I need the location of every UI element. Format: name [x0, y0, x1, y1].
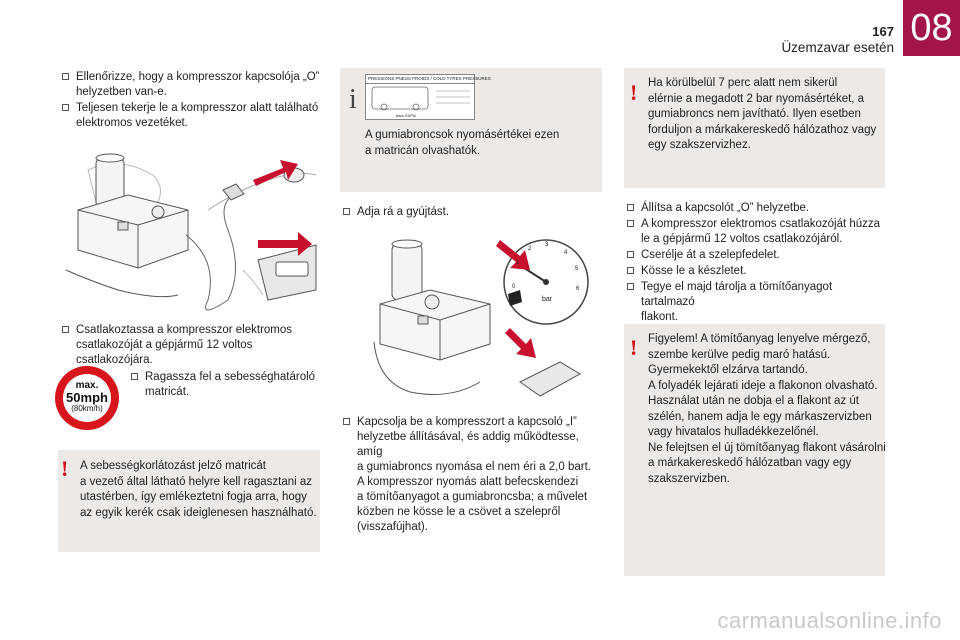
step-line: (visszafújhat).: [357, 521, 428, 533]
ignition-step-list: Adja rá a gyújtást.: [341, 205, 601, 221]
step-item: Adja rá a gyújtást.: [341, 205, 601, 220]
step-line: Kapcsolja be a kompresszort a kapcsoló „…: [357, 416, 577, 428]
gauge-tick-label: 2: [528, 246, 532, 252]
compressor-step-list: Kapcsolja be a kompresszort a kapcsoló „…: [341, 415, 603, 536]
text-line: A sebességkorlátozást jelző matricát: [80, 460, 267, 472]
warning-icon: !: [630, 80, 638, 105]
text-line: szélén, hanem adja le egy márkaszervizbe…: [648, 410, 872, 423]
sign-speed-label: 50mph: [66, 390, 108, 405]
sticker-step-line: Ragassza fel a sebességhatároló: [145, 371, 316, 383]
step-item: Ellenőrizze, hogy a kompresszor kapcsoló…: [60, 70, 320, 100]
sealant-warning-box: [624, 324, 885, 576]
text-line: Ne felejtsen el új tömítőanyag flakont v…: [648, 441, 886, 454]
text-line: Használat után ne dobja el a flakont az …: [648, 395, 859, 407]
step-line: le a gépjármű 12 voltos csatlakozójáról.: [641, 233, 843, 245]
text-line: Figyelem! A tömítőanyag lenyelve mérgező…: [648, 333, 871, 345]
step-item: Tegye el majd tárolja a tömítőanyagot ta…: [625, 280, 887, 325]
step-line: csatlakozójára.: [76, 354, 153, 366]
gauge-tick-label: 0: [512, 284, 516, 290]
gauge-tick-label: 6: [576, 286, 580, 292]
warning-icon: !: [630, 335, 638, 360]
speed-limit-sticker: max. 50mph (80km/h): [55, 366, 119, 430]
text-line: Gyermekektől elzárva tartandó.: [648, 364, 808, 376]
compressor-connection-illustration: [58, 150, 320, 312]
step-line: Ellenőrizze, hogy a kompresszor kapcsoló…: [76, 71, 320, 83]
info-icon: i: [349, 84, 357, 115]
step-item: Állítsa a kapcsolót „O” helyzetbe.: [625, 201, 887, 216]
step-line: a tömítőanyagot a gumiabroncsba; a művel…: [357, 491, 588, 503]
step-line: Állítsa a kapcsolót „O” helyzetbe.: [641, 202, 810, 214]
step-line: Kösse le a készletet.: [641, 265, 747, 277]
pressure-warning-box: [624, 68, 885, 188]
text-line: A folyadék lejárati ideje a flakonon olv…: [648, 379, 878, 392]
text-line: vagy hivatalos hulladékkezelőnél.: [648, 426, 819, 438]
gauge-tick-label: 4: [564, 250, 568, 256]
gauge-tick-label: 5: [575, 266, 579, 272]
speed-sticker-warning-box: [58, 450, 320, 552]
step-line: flakont.: [641, 311, 679, 323]
step-line: A kompresszor elektromos csatlakozóját h…: [641, 218, 881, 230]
sign-max-label: max.: [75, 380, 99, 391]
text-line: szembe kerülve pedig maró hatású.: [648, 348, 831, 361]
gauge-tick-label: 3: [545, 242, 549, 248]
watermark: carmanualsonline.info: [717, 608, 942, 633]
text-line: az egyik kerék csak ideiglenesen használ…: [80, 506, 317, 519]
step-item: Csatlakoztassa a kompresszor elektromos c…: [60, 323, 320, 368]
text-line: A gumiabroncsok nyomásértékei ezen: [365, 129, 560, 141]
step-line: Teljesen tekerje le a kompresszor alatt …: [76, 102, 319, 114]
page-number: 167: [872, 24, 894, 39]
text-line: szakszervizben.: [648, 472, 730, 485]
step-item: Kösse le a készletet.: [625, 264, 887, 279]
step-line: Tegye el majd tárolja a tömítőanyagot ta…: [641, 281, 833, 308]
warning-icon: !: [61, 456, 69, 481]
pressure-warning-text: Ha körülbelül 7 perc alatt nem sikerül el…: [648, 76, 876, 154]
sign-kmh-label: (80km/h): [71, 404, 103, 413]
step-item: Kapcsolja be a kompresszort a kapcsoló „…: [341, 415, 603, 535]
step-item: Teljesen tekerje le a kompresszor alatt …: [60, 101, 320, 131]
text-line: elérnie a megadott 2 bar nyomásértéket, …: [648, 92, 865, 105]
step-line: A kompresszor nyomás alatt befecskendezi: [357, 476, 579, 488]
step-line: elektromos vezetéket.: [76, 117, 188, 129]
step-line: Cserélje át a szelepfedelet.: [641, 249, 780, 261]
label-units-text: bars IO/Psi: [396, 113, 416, 118]
step-line: közben ne kösse le a csövet a szelepről: [357, 506, 561, 518]
text-line: a matricán olvashatók.: [365, 144, 481, 157]
text-line: a vezető által látható helyre kell ragas…: [80, 475, 313, 488]
text-line: a márkakereskedő hálózatban vagy egy: [648, 457, 852, 469]
step-line: Csatlakoztassa a kompresszor elektromos: [76, 324, 293, 336]
text-line: Ha körülbelül 7 perc alatt nem sikerül: [648, 77, 838, 89]
chapter-tab: 08: [903, 0, 960, 56]
step-line: a gumiabroncs nyomása el nem éri a 2,0 b…: [357, 461, 591, 473]
gauge-tick-label: 1: [516, 260, 520, 266]
pressure-gauge: [503, 239, 589, 325]
compressor-gauge-illustration: bar 0 1 2 3 4 5 6: [370, 232, 592, 402]
page-title: Üzemzavar esetén: [781, 40, 894, 55]
step-item: Cserélje át a szelepfedelet.: [625, 248, 887, 263]
text-line: forduljon a márkakereskedő hálózathoz va…: [648, 123, 877, 136]
sticker-step-list: Ragassza fel a sebességhatároló matricát…: [129, 370, 319, 401]
step-line: helyzetbe állításával, és addig működtes…: [357, 431, 579, 458]
speed-sticker-warning-text: A sebességkorlátozást jelző matricát a ve…: [80, 459, 317, 521]
gauge-unit-label: bar: [542, 296, 553, 303]
text-line: gumiabroncs nem javítható. Ilyen esetben: [648, 108, 861, 120]
tyre-pressure-label-image: PRESSIONS PNEUS FROIDS / COLD TYRES PRES…: [365, 74, 491, 120]
text-line: egy szakszervizhez.: [648, 139, 751, 151]
step-line: csatlakozóját a gépjármű 12 voltos: [76, 339, 253, 351]
sticker-step: Ragassza fel a sebességhatároló matricát…: [129, 370, 319, 400]
final-steps-list: Állítsa a kapcsolót „O” helyzetbe. A komp…: [625, 201, 887, 326]
tyre-pressure-info-text: A gumiabroncsok nyomásértékei ezen a matr…: [365, 128, 559, 159]
label-header-text: PRESSIONS PNEUS FROIDS / COLD TYRES PRES…: [366, 75, 491, 84]
sticker-step-line: matricát.: [145, 386, 190, 398]
text-line: utastérben, így emlékeztetni fogja arra,…: [80, 491, 307, 503]
step-line: Adja rá a gyújtást.: [357, 206, 450, 218]
sealant-warning-text: Figyelem! A tömítőanyag lenyelve mérgező…: [648, 332, 886, 487]
step-item: A kompresszor elektromos csatlakozóját h…: [625, 217, 887, 247]
step-line: helyzetben van-e.: [76, 86, 167, 98]
connect-step-list: Csatlakoztassa a kompresszor elektromos c…: [60, 323, 320, 369]
top-steps-list: Ellenőrizze, hogy a kompresszor kapcsoló…: [60, 70, 320, 132]
